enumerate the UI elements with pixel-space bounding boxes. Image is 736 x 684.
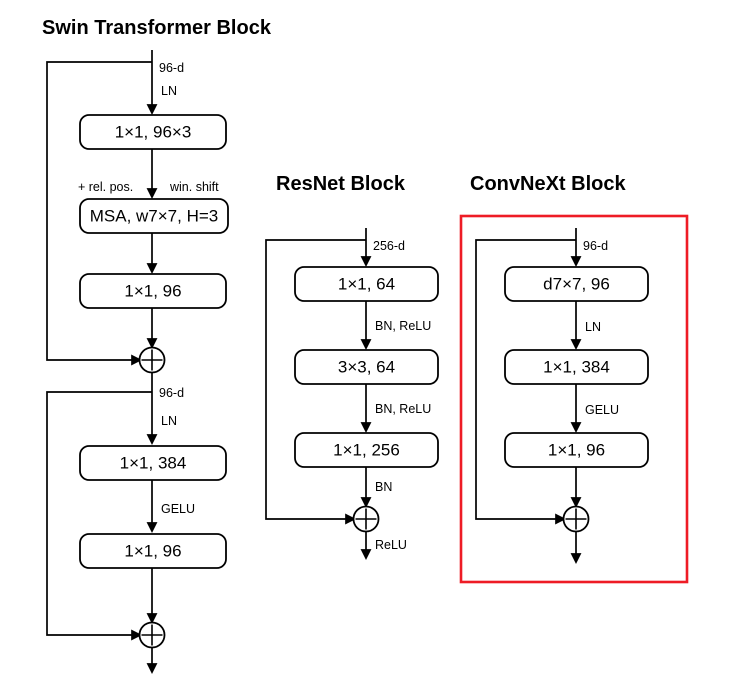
swin-label-ln-1: LN	[161, 84, 177, 98]
swin-residual-sum-2	[138, 621, 166, 649]
swin-node-conv1x1-96-b-label: 1×1, 96	[124, 541, 181, 560]
swin-skip-connection-2	[46, 391, 152, 641]
resnet-node-conv3x3-64-label: 3×3, 64	[338, 357, 395, 376]
convnext-label-input-96d: 96-d	[583, 239, 608, 253]
resnet-node-conv1x1-256-label: 1×1, 256	[333, 440, 400, 459]
convnext-block: ConvNeXt Block 96-d d7×7, 96 LN 1×1, 384…	[459, 173, 689, 584]
resnet-label-bn: BN	[375, 480, 392, 494]
convnext-label-ln: LN	[585, 320, 601, 334]
resnet-block: ResNet Block 256-d 1×1, 64 BN, ReLU 3×3,…	[265, 173, 439, 561]
swin-label-win-shift: win. shift	[169, 180, 219, 194]
resnet-label-relu-out: ReLU	[375, 538, 407, 552]
convnext-node-conv1x1-384-label: 1×1, 384	[543, 357, 610, 376]
swin-label-ln-2: LN	[161, 414, 177, 428]
swin-node-conv1x1-96-b	[79, 533, 227, 569]
convnext-residual-sum	[562, 505, 590, 533]
swin-node-conv1x1-96-a-label: 1×1, 96	[124, 281, 181, 300]
swin-node-msa-label: MSA, w7×7, H=3	[90, 206, 219, 225]
resnet-residual-sum	[352, 505, 380, 533]
swin-node-conv1x1-96x3-label: 1×1, 96×3	[115, 122, 192, 141]
resnet-node-conv1x1-64-label: 1×1, 64	[338, 274, 395, 293]
swin-transformer-block: Swin Transformer Block 96-d LN 1×1, 96×3…	[42, 17, 272, 675]
swin-node-conv1x1-384-label: 1×1, 384	[120, 453, 187, 472]
resnet-label-bnrelu-1: BN, ReLU	[375, 319, 431, 333]
swin-node-msa	[79, 198, 229, 234]
swin-node-conv1x1-384	[79, 445, 227, 481]
resnet-label-input-256d: 256-d	[373, 239, 405, 253]
swin-label-input-96d: 96-d	[159, 61, 184, 75]
convnext-node-conv1x1-96-label: 1×1, 96	[548, 440, 605, 459]
swin-label-rel-pos: + rel. pos.	[78, 180, 133, 194]
swin-label-mid-96d: 96-d	[159, 386, 184, 400]
swin-residual-sum-1	[138, 346, 166, 374]
swin-label-gelu: GELU	[161, 502, 195, 516]
resnet-block-title: ResNet Block	[276, 173, 406, 195]
convnext-skip-connection	[475, 239, 576, 525]
convnext-highlight-border	[459, 214, 689, 584]
swin-block-title: Swin Transformer Block	[42, 17, 272, 39]
swin-skip-connection-1	[46, 61, 152, 366]
resnet-label-bnrelu-2: BN, ReLU	[375, 402, 431, 416]
convnext-label-gelu: GELU	[585, 403, 619, 417]
convnext-block-title: ConvNeXt Block	[470, 173, 626, 195]
swin-node-conv1x1-96x3	[79, 114, 227, 150]
convnext-node-dwconv7x7-96-label: d7×7, 96	[543, 274, 610, 293]
swin-node-conv1x1-96-a	[79, 273, 227, 309]
resnet-skip-connection	[265, 239, 366, 525]
